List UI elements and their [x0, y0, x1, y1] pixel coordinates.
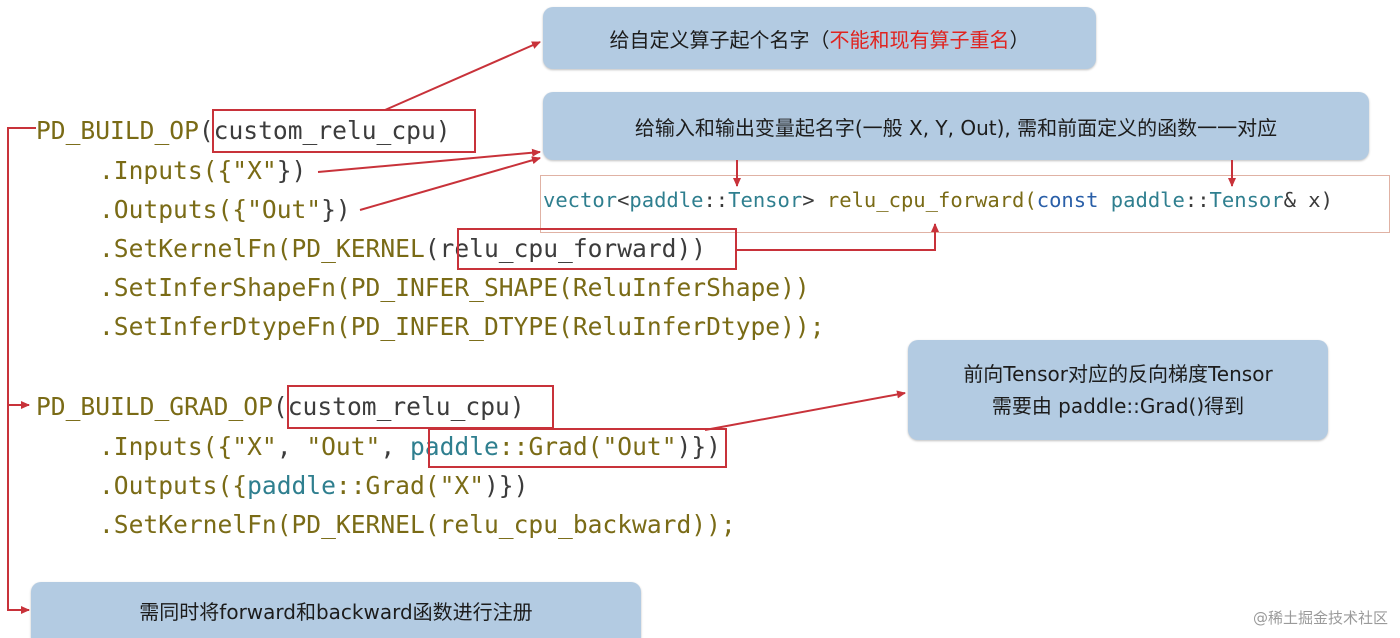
highlight-paddle-grad — [428, 428, 727, 468]
grad-inputs-ns: paddle — [409, 432, 499, 461]
bubble-grad-line2: 需要由 paddle::Grad()得到 — [991, 394, 1245, 418]
sig-sep1: :: — [703, 188, 729, 212]
watermark: @稀土掘金技术社区 — [1252, 609, 1388, 627]
sig-sep2: :: — [1184, 188, 1210, 212]
sig-gt: > — [802, 188, 815, 212]
highlight-op-name — [212, 109, 476, 153]
arrow-paddle-grad — [704, 390, 906, 431]
sig-ns1: paddle — [629, 188, 704, 212]
grad-inputs-post: }) — [691, 432, 721, 461]
grad-op-line-2: .Outputs({paddle::Grad("X")}) — [99, 471, 528, 501]
arrow-inputs — [317, 148, 541, 173]
grad-inputs-s3: "Out" — [602, 432, 677, 461]
fwd-outputs-post: }) — [321, 195, 351, 224]
fwd-outputs-str: "Out" — [247, 195, 322, 224]
forward-op-arg: (custom_relu_cpu) — [198, 116, 451, 145]
forward-signature: vector<paddle::Tensor> relu_cpu_forward(… — [543, 188, 1333, 212]
grad-op-arg: (custom_relu_cpu) — [272, 392, 525, 421]
grad-outputs-str: "X" — [439, 471, 484, 500]
sig-type2: Tensor — [1209, 188, 1284, 212]
forward-op-line-1: .Inputs({"X"}) — [99, 156, 306, 186]
sig-ns2: paddle — [1098, 188, 1185, 212]
fwd-inputs-str: "X" — [232, 156, 277, 185]
highlight-forward-fn — [457, 228, 737, 270]
bubble-grad-line1: 前向Tensor对应的反向梯度Tensor — [963, 362, 1273, 386]
forward-op-macro: PD_BUILD_OP — [36, 116, 199, 145]
bubble-op-name-suffix: ） — [1009, 27, 1030, 52]
grad-op-line-3: .SetKernelFn(PD_KERNEL(relu_cpu_backward… — [99, 510, 736, 539]
connector-forward-fn — [737, 223, 939, 251]
bubble-register-text: 需同时将forward和backward函数进行注册 — [139, 599, 533, 624]
sig-lt: < — [617, 188, 630, 212]
forward-op-line-4: .SetInferShapeFn(PD_INFER_SHAPE(ReluInfe… — [99, 273, 810, 302]
grad-outputs-grad: ::Grad( — [335, 471, 440, 500]
fwd-kernel-arg: (relu_cpu_forward) — [424, 234, 692, 263]
grad-inputs-s2: "Out" — [306, 432, 381, 461]
sig-const: const — [1036, 188, 1099, 212]
bubble-op-name-prefix: 给自定义算子起个名字（ — [609, 27, 830, 52]
grad-op-line-0: PD_BUILD_GRAD_OP(custom_relu_cpu) — [36, 392, 525, 422]
grad-inputs-pre: .Inputs({ — [99, 432, 233, 461]
grad-inputs-c1: , — [276, 432, 307, 461]
grad-inputs-grad: ::Grad( — [498, 432, 603, 461]
grad-op-macro: PD_BUILD_GRAD_OP — [36, 392, 273, 421]
bubble-io-names: 给输入和输出变量起名字(一般 X, Y, Out), 需和前面定义的函数一一对应 — [543, 92, 1369, 160]
sig-tail: & x) — [1283, 188, 1333, 212]
grad-outputs-post: )}) — [484, 471, 529, 500]
forward-op-line-0: PD_BUILD_OP(custom_relu_cpu) — [36, 116, 451, 146]
sig-ret-type: vector — [543, 188, 618, 212]
fwd-inputs-post: }) — [276, 156, 307, 185]
fwd-inputs-pre: .Inputs({ — [99, 156, 233, 185]
forward-op-line-5: .SetInferDtypeFn(PD_INFER_DTYPE(ReluInfe… — [99, 312, 825, 341]
fwd-outputs-pre: .Outputs({ — [99, 195, 248, 224]
bubble-io-names-text: 给输入和输出变量起名字(一般 X, Y, Out), 需和前面定义的函数一一对应 — [634, 115, 1278, 140]
fwd-kernel-post: ) — [691, 234, 707, 263]
sig-type1: Tensor — [728, 188, 803, 212]
sig-fn-name: relu_cpu_forward( — [814, 188, 1037, 212]
register-bracket — [7, 127, 36, 614]
forward-op-line-2: .Outputs({"Out"}) — [99, 195, 351, 225]
bubble-grad-tensor: 前向Tensor对应的反向梯度Tensor 需要由 paddle::Grad()… — [908, 340, 1328, 440]
forward-op-line-3: .SetKernelFn(PD_KERNEL(relu_cpu_forward)… — [99, 234, 706, 264]
grad-inputs-s1: "X" — [232, 432, 277, 461]
bubble-register: 需同时将forward和backward函数进行注册 — [31, 582, 641, 638]
forward-signature-box — [540, 175, 1390, 233]
bubble-op-name-warning: 不能和现有算子重名 — [829, 27, 1010, 52]
grad-outputs-ns: paddle — [247, 471, 336, 500]
grad-inputs-close: ) — [676, 432, 692, 461]
arrow-outputs — [359, 156, 541, 211]
grad-outputs-pre: .Outputs({ — [99, 471, 248, 500]
grad-inputs-c2: , — [380, 432, 410, 461]
grad-op-line-1: .Inputs({"X", "Out", paddle::Grad("Out")… — [99, 432, 721, 462]
fwd-kernel-pre: .SetKernelFn(PD_KERNEL — [99, 234, 425, 263]
arrow-op-name — [384, 41, 541, 111]
highlight-grad-op-name — [287, 385, 554, 429]
bubble-op-name: 给自定义算子起个名字（不能和现有算子重名） — [543, 7, 1096, 69]
